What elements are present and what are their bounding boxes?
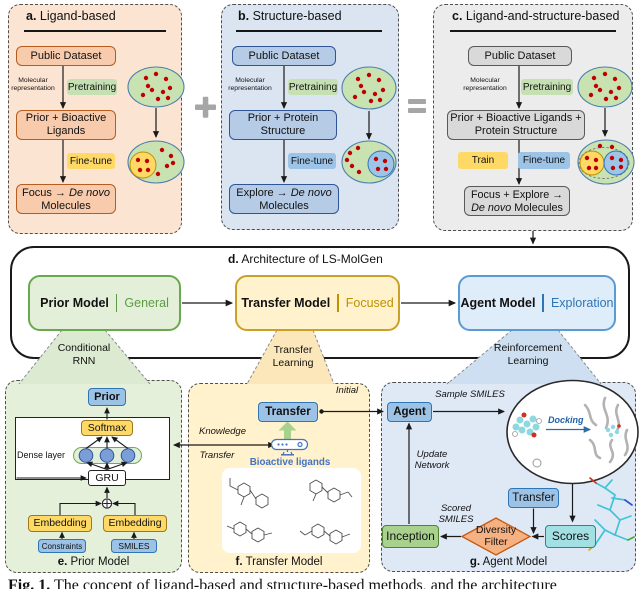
funnel-label-conditional-rnn: Conditional RNN xyxy=(57,342,111,367)
public-dataset-box-c: Public Dataset xyxy=(468,46,572,66)
docking-label: Docking xyxy=(548,415,584,425)
venn-b-bottom xyxy=(341,140,397,184)
train-badge-c: Train xyxy=(458,152,508,169)
funnel-label-reinforcement-learning: Reinforcement Learning xyxy=(493,342,563,367)
scored-smiles-label: Scored SMILES xyxy=(438,503,474,525)
finetune-badge-a: Fine-tune xyxy=(67,153,115,169)
panel-d-title: d. Architecture of LS-MolGen xyxy=(228,252,383,266)
transfer-box-g: Transfer xyxy=(508,488,559,508)
venn-c-top xyxy=(577,66,633,108)
public-dataset-box-a: Public Dataset xyxy=(16,46,116,66)
panel-a-title-rule xyxy=(24,30,166,32)
ligand-cluster-left xyxy=(512,412,542,438)
prior-box-e: Prior xyxy=(88,388,126,406)
funnel-conditional-rnn xyxy=(18,329,151,385)
panel-e-caption: e. Prior Model xyxy=(57,556,130,568)
funnel-transfer-learning xyxy=(246,329,335,385)
agent-model-divider xyxy=(542,294,544,312)
embedding-right-box: Embedding xyxy=(103,515,167,532)
panel-a-title: a. Ligand-based xyxy=(26,9,116,23)
molecule-structures-box xyxy=(222,468,361,553)
prior-model-divider xyxy=(115,294,118,312)
funnel-reinforcement-learning xyxy=(446,329,602,385)
agent-box: Agent xyxy=(387,402,432,422)
transfer-model-box: Transfer Model Focused xyxy=(235,275,400,331)
prior-protein-box-b: Prior + Protein Structure xyxy=(229,110,337,140)
green-up-arrow-icon xyxy=(278,421,297,441)
result-box-a: Focus → De novo Molecules xyxy=(16,184,116,214)
transfer-box-f: Transfer xyxy=(258,402,318,422)
initial-label: Initial xyxy=(335,385,359,396)
flow-arrows-g xyxy=(405,408,576,540)
constraints-box: Constraints xyxy=(38,539,86,553)
prior-bioactive-protein-box-c: Prior + Bioactive Ligands + Protein Stru… xyxy=(447,110,585,140)
pretraining-badge-c: Pretraining xyxy=(521,79,573,95)
panel-c-title: c. Ligand-and-structure-based xyxy=(452,9,620,23)
plus-operator-icon xyxy=(195,96,216,118)
figure-caption: Fig. 1. The concept of ligand-based and … xyxy=(8,576,557,589)
flow-arrows-top xyxy=(59,66,537,245)
molecular-representation-label-a: Molecular representation xyxy=(11,77,55,92)
finetune-badge-c: Fine-tune xyxy=(518,152,570,169)
molecule-structures-image xyxy=(226,478,353,545)
panel-b-title-rule xyxy=(236,30,382,32)
prior-model-box: Prior Model General xyxy=(28,275,181,331)
scores-box: Scores xyxy=(545,525,596,548)
sample-smiles-label: Sample SMILES xyxy=(435,389,505,400)
result-box-b: Explore → De novo Molecules xyxy=(229,184,339,214)
public-dataset-box-b: Public Dataset xyxy=(232,46,336,66)
initial-arrow xyxy=(319,408,384,415)
panel-g-caption: g. Agent Model xyxy=(469,556,548,568)
venn-b-top xyxy=(341,66,397,110)
venn-c-bottom xyxy=(577,139,635,185)
panel-f-caption: f. Transfer Model xyxy=(235,556,323,568)
panel-b-label: b. xyxy=(238,9,250,23)
equals-operator-icon xyxy=(408,99,426,113)
dense-layer-label: Dense layer xyxy=(17,450,66,460)
ligand-cluster-in-pocket xyxy=(605,424,621,438)
update-network-label: Update Network xyxy=(414,449,450,471)
docking-illustration xyxy=(506,379,639,485)
flow-arrows-e xyxy=(16,407,137,539)
result-box-c: Focus + Explore → De novo Molecules xyxy=(464,186,570,216)
finetune-badge-b: Fine-tune xyxy=(288,153,336,169)
inception-box: Inception xyxy=(382,525,439,548)
transfer-word-label: Transfer xyxy=(199,450,235,461)
bioactive-ligands-icon xyxy=(270,438,309,456)
softmax-box: Softmax xyxy=(81,420,133,436)
smiles-box: SMILES xyxy=(111,539,157,553)
panel-d-label: d. xyxy=(228,252,239,266)
venn-a-bottom xyxy=(127,140,185,184)
prior-bioactive-box-a: Prior + Bioactive Ligands xyxy=(16,110,116,140)
pretraining-badge-a: Pretraining xyxy=(67,79,117,95)
bioactive-ligands-label: Bioactive ligands xyxy=(249,456,331,468)
knowledge-label: Knowledge xyxy=(198,426,246,437)
panel-c-title-rule xyxy=(450,30,616,32)
panel-b-title: b. Structure-based xyxy=(238,9,342,23)
pretraining-badge-b: Pretraining xyxy=(288,79,338,95)
agent-model-box: Agent Model Exploration xyxy=(458,275,616,331)
molecular-representation-label-b: Molecular representation xyxy=(228,77,272,92)
venn-a-top xyxy=(127,66,185,108)
molecular-representation-label-c: Molecular representation xyxy=(463,77,507,92)
gru-box: GRU xyxy=(88,470,126,486)
funnel-label-transfer-learning: Transfer Learning xyxy=(272,344,314,369)
panel-c-label: c. xyxy=(452,9,463,23)
diversity-filter-label: Diversity Filter xyxy=(475,524,517,548)
concat-oplus-icon xyxy=(101,498,113,509)
embedding-left-box: Embedding xyxy=(28,515,92,532)
transfer-model-divider xyxy=(337,294,339,312)
panel-a-label: a. xyxy=(26,9,37,23)
